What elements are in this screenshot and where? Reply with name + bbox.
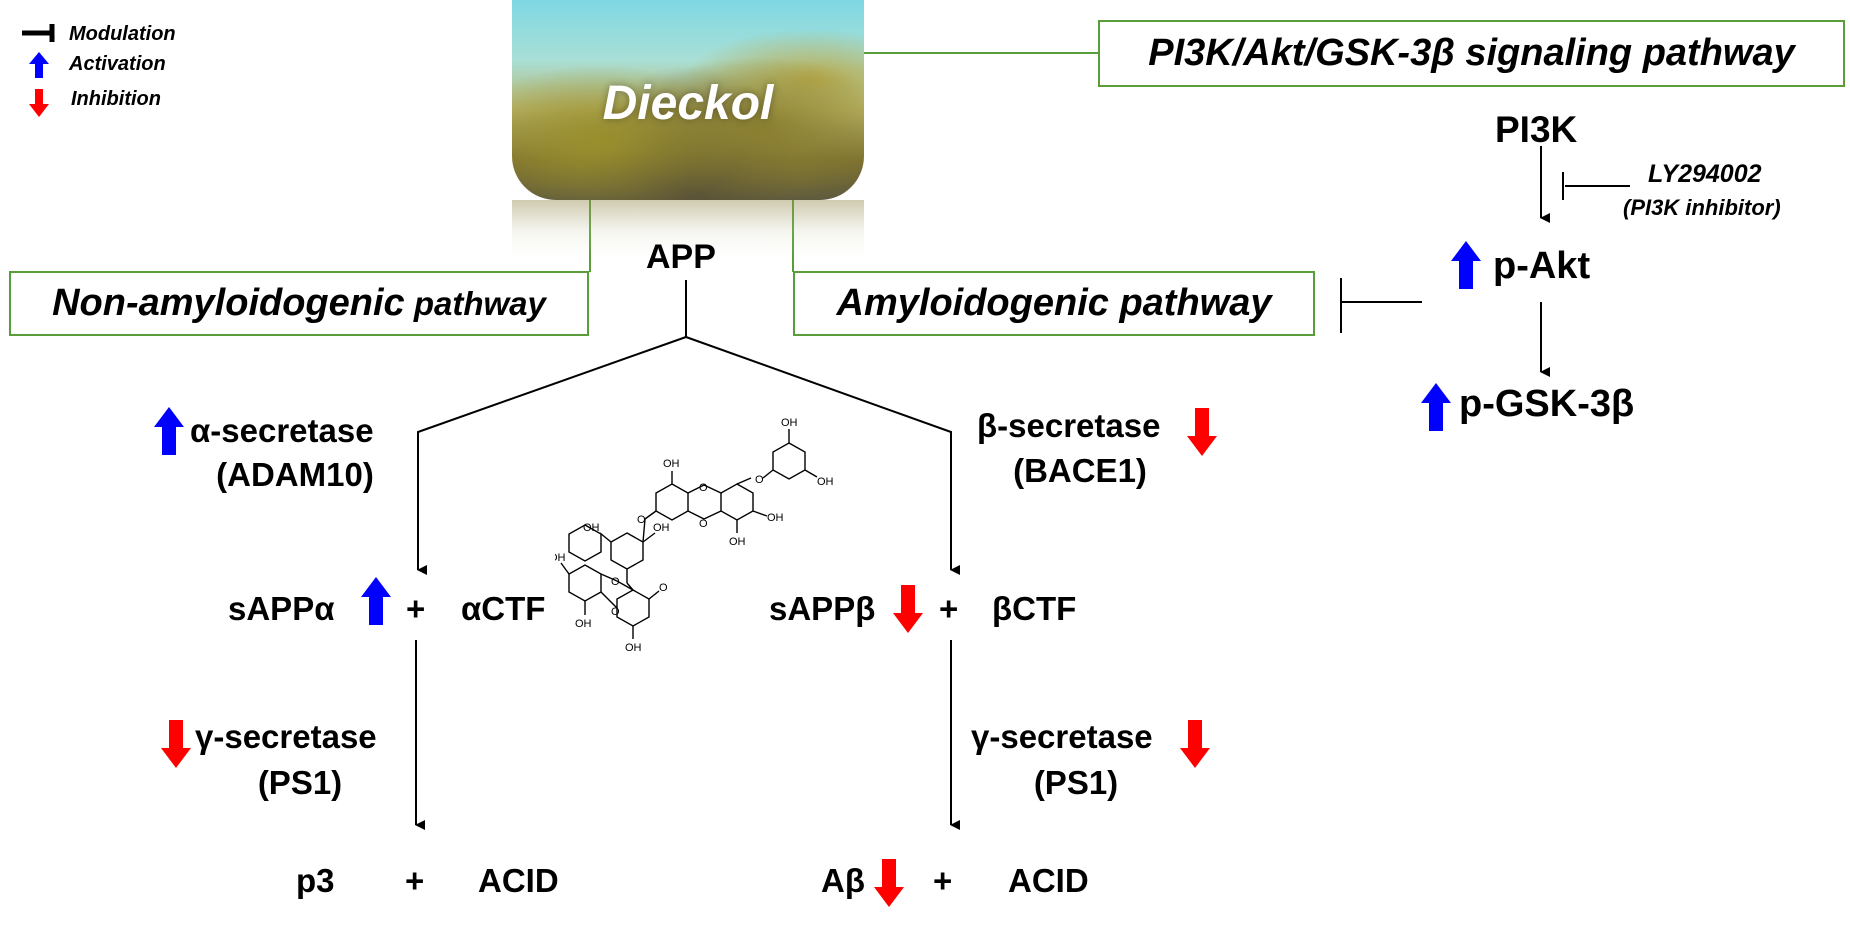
- alpha-secretase-activation-arrow-icon: [154, 407, 184, 455]
- pakt-label: p-Akt: [1493, 245, 1591, 287]
- structure-atom-labels: OH OH O OH OH OH O O O OH OH OH O O O OH…: [555, 417, 834, 654]
- amyloidogenic-box: Amyloidogenic pathway: [793, 271, 1315, 336]
- ps1-right-label: (PS1): [1033, 764, 1119, 801]
- oh-label: OH: [663, 458, 680, 470]
- o-label: O: [611, 606, 620, 618]
- oh-label: OH: [817, 476, 834, 488]
- gamma-secretase-right-label: γ-secretase: [971, 718, 1153, 755]
- acid-right-label: ACID: [1008, 862, 1089, 899]
- abeta-inhibition-arrow-icon: [874, 859, 904, 907]
- p3-label: p3: [296, 862, 335, 899]
- o-label: O: [659, 582, 668, 594]
- dieckol-structure: OH OH O OH OH OH O O O OH OH OH O O O OH…: [555, 417, 834, 654]
- oh-label: OH: [781, 417, 798, 429]
- o-label: O: [699, 518, 708, 530]
- pgsk-label: p-GSK-3β: [1459, 383, 1635, 425]
- beta-secretase-inhibition-arrow-icon: [1187, 408, 1217, 456]
- app-label: APP: [646, 238, 716, 276]
- seaweed-photo: [512, 0, 864, 200]
- oh-label: OH: [625, 642, 642, 654]
- inhibitor-name: LY294002: [1648, 160, 1762, 188]
- legend-modulation: Modulation: [69, 23, 176, 45]
- o-label: O: [755, 474, 764, 486]
- signaling-pathway-label: PI3K/Akt/GSK-3β signaling pathway: [1148, 32, 1795, 74]
- oh-label: OH: [583, 522, 600, 534]
- legend-activation: Activation: [69, 53, 166, 75]
- app-split-left: [417, 336, 687, 575]
- compound-title: Dieckol: [602, 77, 774, 130]
- sappb-inhibition-arrow-icon: [893, 585, 923, 633]
- gamma-secretase-left-label: γ-secretase: [195, 718, 377, 755]
- oh-label: OH: [767, 512, 784, 524]
- pi3k-label: PI3K: [1495, 109, 1578, 150]
- inhibition-arrow-icon: [29, 89, 49, 117]
- non-amyloidogenic-sub: pathway: [404, 284, 546, 322]
- acid-left-label: ACID: [478, 862, 559, 899]
- non-amyloidogenic-main: Non-amyloidogenic: [52, 282, 405, 324]
- plus-sign-1: +: [406, 590, 426, 627]
- inhibitor-description: (PI3K inhibitor): [1623, 195, 1781, 220]
- actf-label: αCTF: [461, 590, 546, 627]
- structure-bonds: [560, 429, 818, 639]
- beta-secretase-label: β-secretase: [977, 407, 1161, 444]
- plus-sign-3: +: [939, 590, 959, 627]
- bace1-label: (BACE1): [1013, 452, 1147, 489]
- sappa-label: sAPPα: [228, 590, 335, 627]
- amyloidogenic-label: Amyloidogenic pathway: [836, 282, 1272, 324]
- oh-label: OH: [575, 618, 592, 630]
- o-label: O: [699, 482, 708, 494]
- gamma-secretase-right-inhibition-arrow-icon: [1180, 720, 1210, 768]
- oh-label: OH: [653, 522, 670, 534]
- oh-label: OH: [555, 552, 566, 564]
- gamma-secretase-left-inhibition-arrow-icon: [161, 720, 191, 768]
- sappa-activation-arrow-icon: [361, 577, 391, 625]
- o-label: O: [611, 576, 620, 588]
- signaling-pathway-box: PI3K/Akt/GSK-3β signaling pathway: [1098, 20, 1845, 87]
- adam10-label: (ADAM10): [216, 456, 374, 493]
- bctf-label: βCTF: [992, 590, 1077, 627]
- ps1-left-label: (PS1): [257, 764, 343, 801]
- seaweed-photo-reflection: [512, 200, 864, 256]
- app-split-right: [685, 336, 960, 575]
- sappb-label: sAPPβ: [769, 590, 876, 627]
- plus-sign-4: +: [933, 862, 953, 899]
- pgsk-activation-arrow-icon: [1421, 383, 1451, 431]
- o-label: O: [637, 514, 646, 526]
- activation-arrow-icon: [29, 52, 49, 78]
- pakt-activation-arrow-icon: [1451, 241, 1481, 289]
- oh-label: OH: [729, 536, 746, 548]
- legend-inhibition: Inhibition: [71, 88, 161, 110]
- abeta-label: Aβ: [821, 862, 865, 899]
- alpha-secretase-label: α-secretase: [190, 412, 374, 449]
- plus-sign-2: +: [405, 862, 425, 899]
- non-amyloidogenic-box: Non-amyloidogenic pathway: [9, 271, 589, 336]
